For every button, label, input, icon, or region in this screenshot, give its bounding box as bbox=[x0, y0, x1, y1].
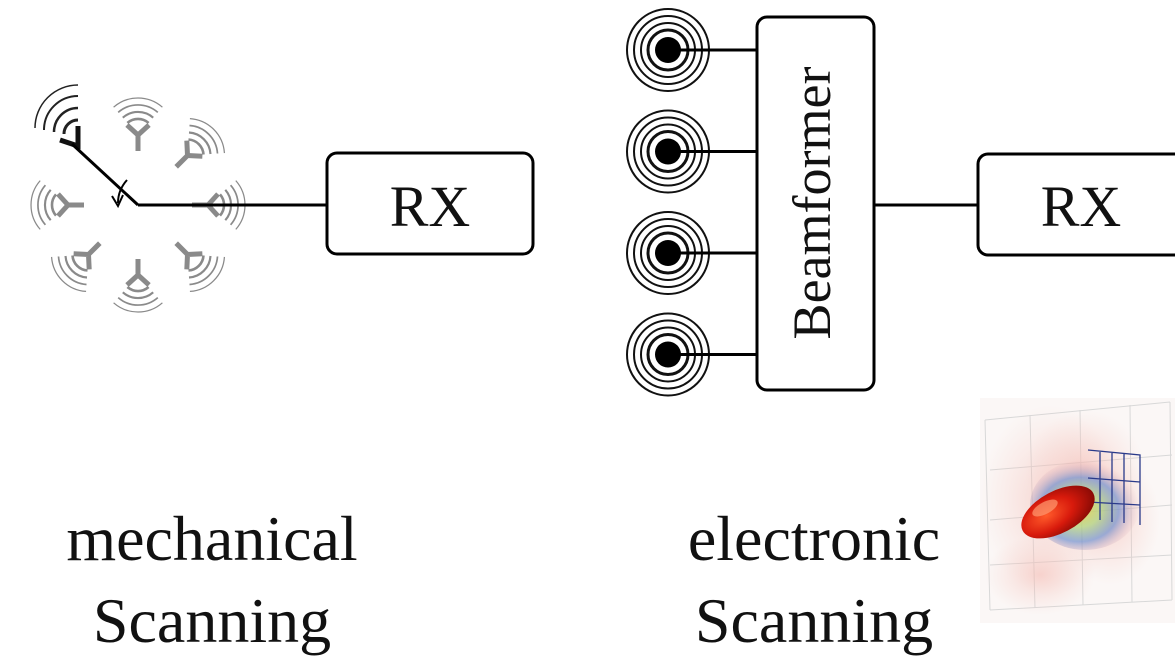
antenna-element-icon bbox=[30, 180, 84, 230]
electronic-rx-label: RX bbox=[1041, 174, 1122, 239]
main-lobe bbox=[1021, 485, 1095, 539]
rotating-antenna-array bbox=[30, 97, 246, 313]
antenna-element-icon bbox=[174, 117, 226, 169]
beamformer-label: Beamformer bbox=[782, 67, 842, 340]
beam-pattern-3d-image bbox=[980, 398, 1175, 623]
active-antenna-wave-icon bbox=[34, 84, 79, 135]
antenna-array-elements bbox=[626, 8, 757, 397]
antenna-element-icon bbox=[174, 241, 226, 293]
mechanical-rx-label: RX bbox=[390, 174, 471, 239]
array-antenna-element-icon bbox=[626, 211, 757, 295]
switch-arm bbox=[70, 142, 140, 207]
mechanical-rx-box bbox=[325, 151, 535, 256]
array-antenna-element-icon bbox=[626, 109, 757, 194]
array-antenna-element-icon bbox=[626, 312, 757, 397]
array-grid-icon bbox=[1087, 449, 1141, 525]
active-antenna-icon bbox=[59, 126, 81, 150]
electronic-caption-line2: Scanning bbox=[695, 585, 933, 656]
electronic-rx-box bbox=[976, 152, 1175, 257]
array-antenna-element-icon bbox=[626, 8, 757, 92]
electronic-caption-line1: electronic bbox=[688, 503, 940, 574]
mechanical-scanning-group: RX mechanical Scanning bbox=[30, 84, 535, 656]
mechanical-caption-line2: Scanning bbox=[93, 585, 331, 656]
antenna-element-icon bbox=[50, 241, 102, 293]
antenna-element-icon bbox=[113, 259, 163, 313]
electronic-scanning-group: Beamformer RX electronic Scanning bbox=[626, 8, 1175, 656]
antenna-element-icon bbox=[113, 97, 163, 151]
mechanical-caption-line1: mechanical bbox=[66, 503, 357, 574]
rotation-arrow-head-icon bbox=[111, 194, 124, 209]
rotation-arrow-icon bbox=[117, 179, 128, 204]
